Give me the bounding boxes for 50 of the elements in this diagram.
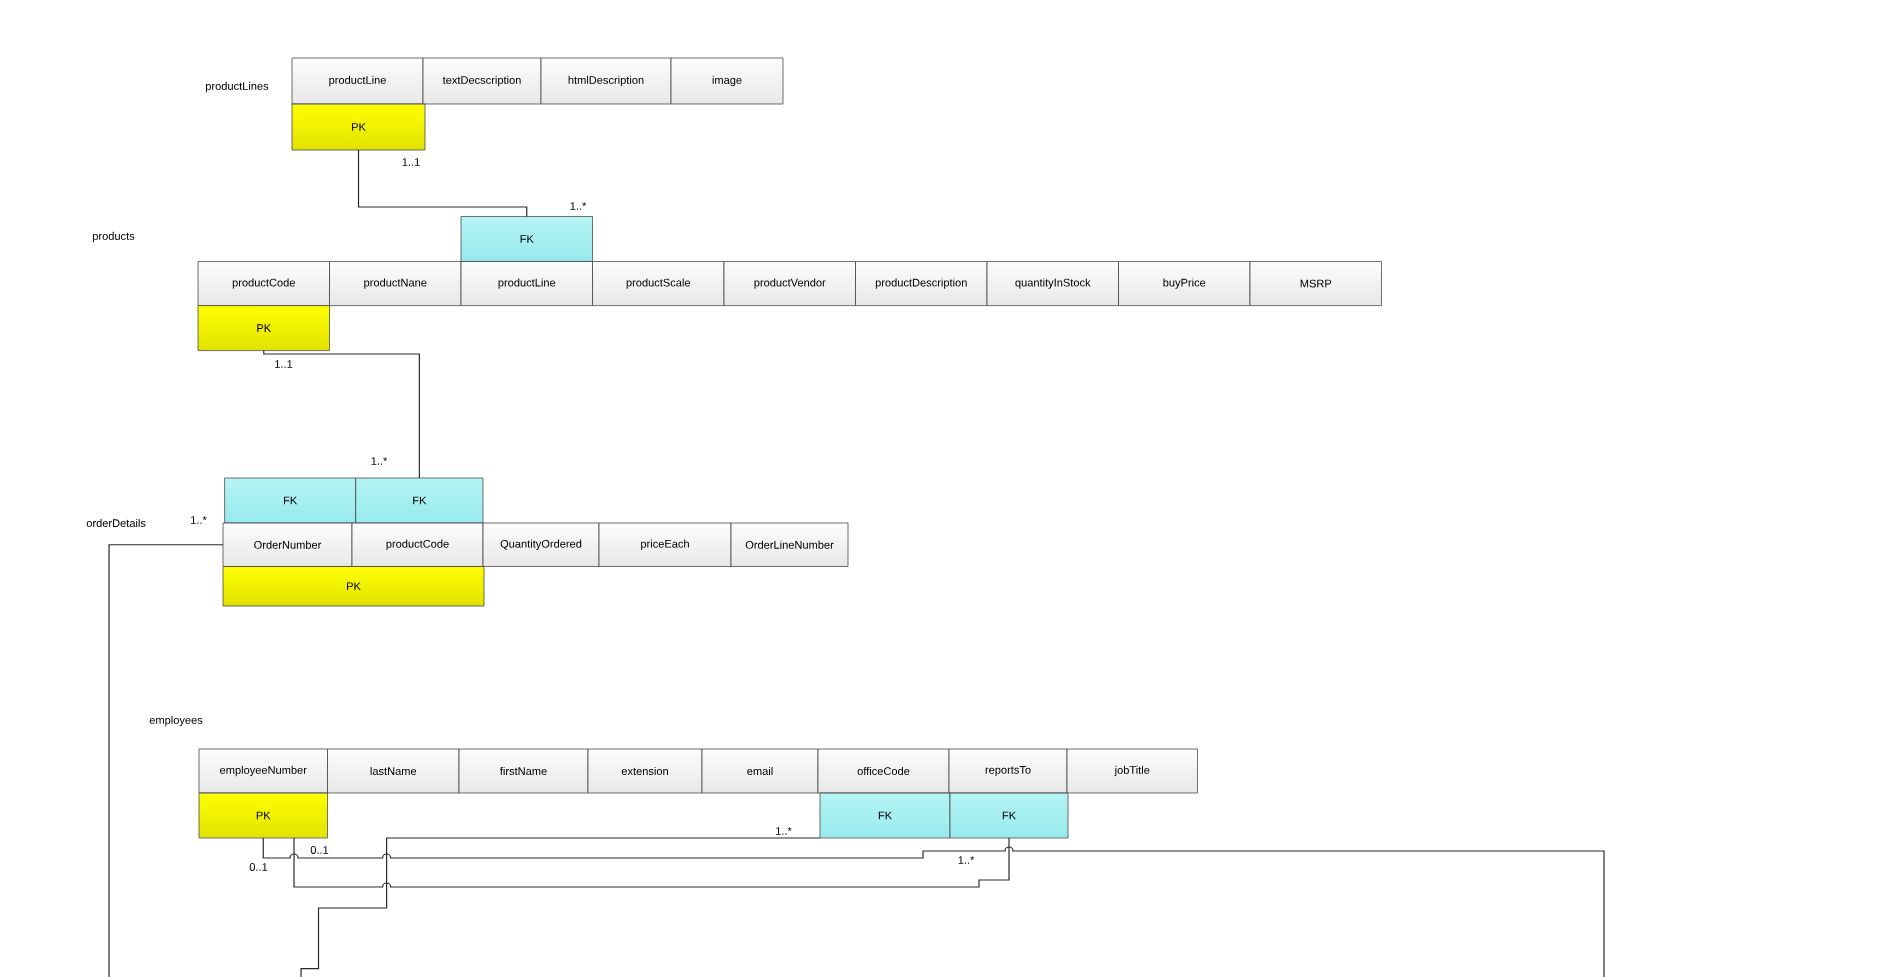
foreign-key-box: FK [355,477,484,524]
attribute-box: OrderLineNumber [730,522,849,567]
attribute-box: productNane [329,261,462,306]
attribute-box: productVendor [723,261,856,306]
relationship-line [357,149,528,218]
relationship-line [108,544,224,977]
attribute-box: extension [587,748,703,794]
foreign-key-box: FK [224,477,357,524]
table-name: productLines [206,81,269,93]
primary-key-box: PK [291,103,426,151]
attribute-box: jobTitle [1066,748,1198,794]
foreign-key-box: FK [460,216,593,262]
relationship-line [262,837,1605,977]
attribute-box: employeeNumber [198,748,328,794]
multiplicity-label: 1..* [958,856,975,864]
relationship-line [293,837,1010,888]
attribute-box: productDescription [855,261,988,306]
attribute-box: image [670,57,784,105]
attribute-box: MSRP [1249,261,1382,306]
attribute-box: htmlDescription [540,57,672,105]
attribute-box: QuantityOrdered [482,522,600,567]
attribute-box: firstName [458,748,589,794]
primary-key-box: PK [222,566,485,607]
attribute-box: email [701,748,819,794]
attribute-box: buyPrice [1118,261,1251,306]
foreign-key-box: FK [949,792,1069,839]
attribute-box: productCode [351,522,484,567]
relationship-line [300,837,821,977]
attribute-box: productLine [291,57,424,105]
multiplicity-label: 1..* [371,457,388,465]
foreign-key-box: FK [819,792,951,839]
attribute-box: productScale [592,261,725,306]
attribute-box: quantityInStock [986,261,1119,306]
attribute-box: textDecscription [422,57,542,105]
attribute-box: lastName [327,748,460,794]
primary-key-box: PK [197,305,330,351]
attribute-box: officeCode [817,748,950,794]
multiplicity-label: 0..1 [249,863,268,871]
table-name: orderDetails [86,518,146,528]
attribute-box: productLine [460,261,593,306]
attribute-box: OrderNumber [222,522,353,567]
table-name: employees [149,715,203,727]
attribute-box: productCode [197,261,330,306]
attribute-box: reportsTo [948,748,1068,794]
relationship-line [263,350,420,479]
multiplicity-label: 1..* [191,516,207,524]
multiplicity-label: 1..* [776,827,792,835]
primary-key-box: PK [198,792,328,839]
table-name: products [93,231,135,243]
attribute-box: priceEach [598,522,732,567]
